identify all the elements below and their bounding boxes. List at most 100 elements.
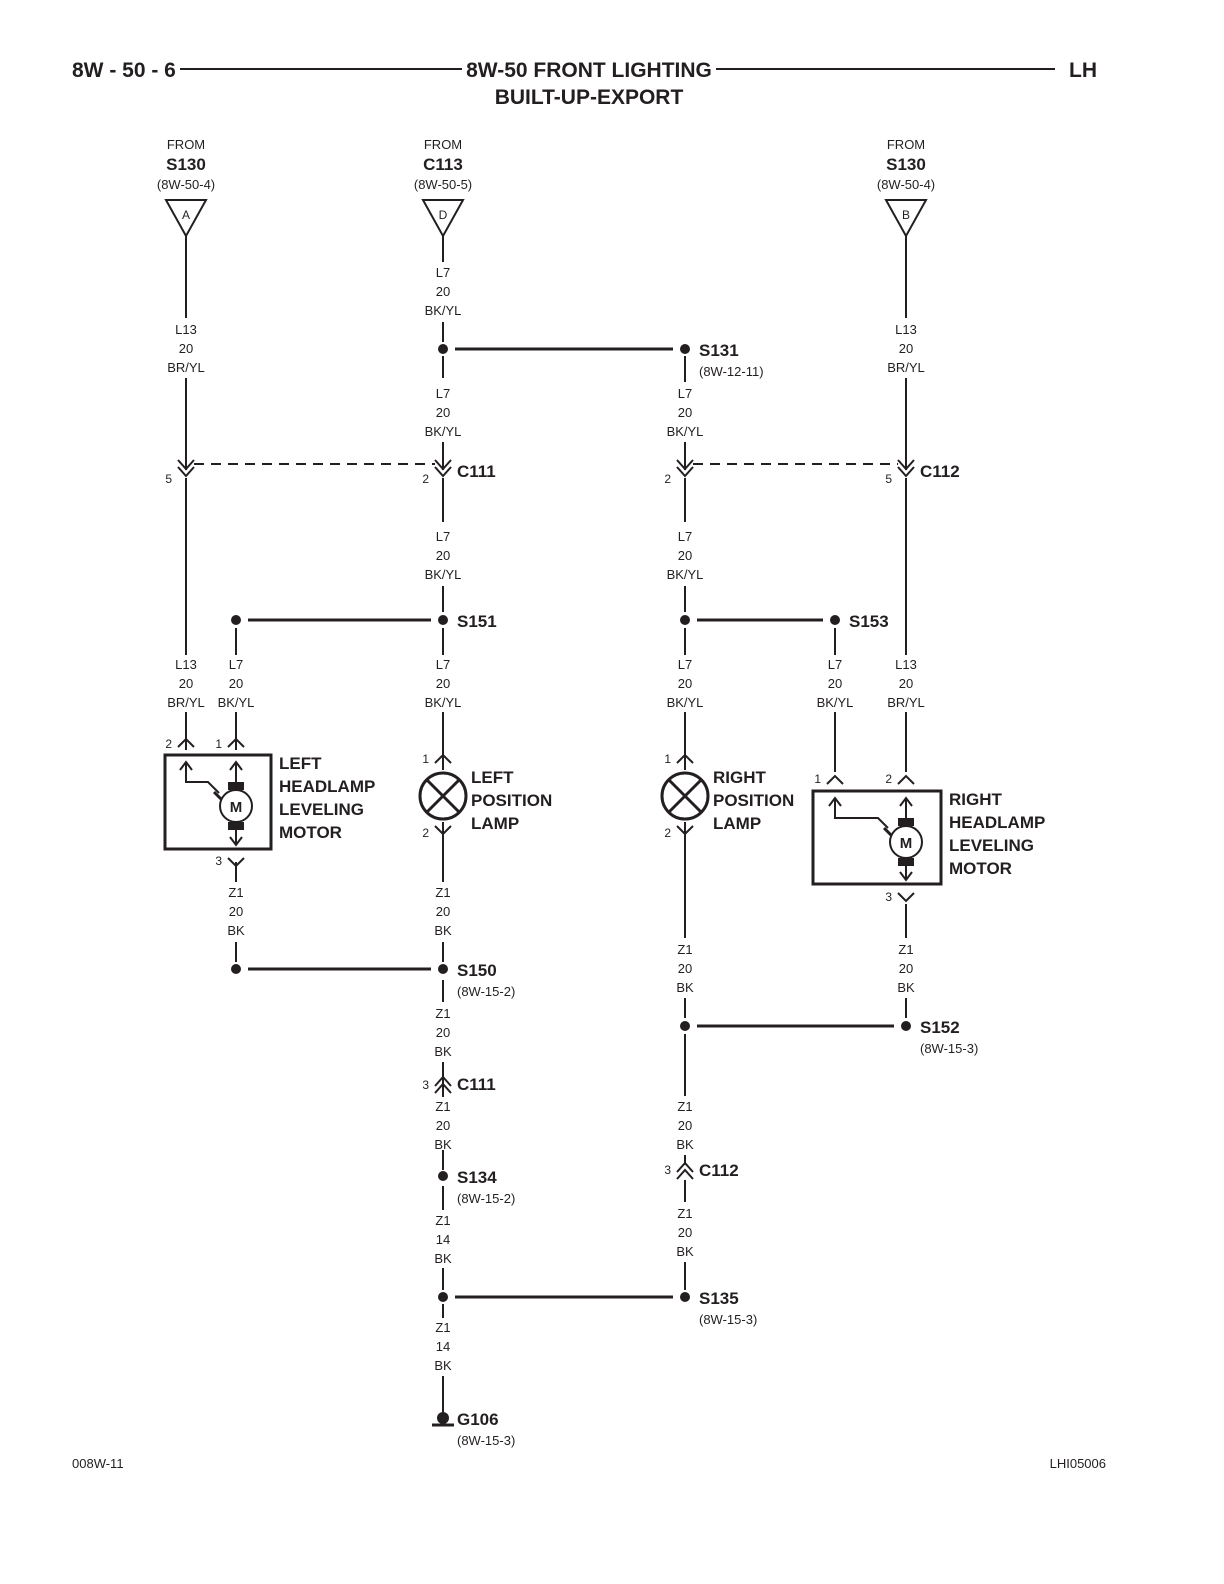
pin-label: 3 bbox=[215, 854, 222, 868]
wire-label-gauge: 20 bbox=[436, 1025, 450, 1040]
ground-ref: (8W-15-3) bbox=[457, 1433, 515, 1448]
right-lamp-label-3: LAMP bbox=[713, 814, 761, 833]
wire-label-color: BK bbox=[434, 1358, 452, 1373]
wire-label-circuit: Z1 bbox=[435, 1099, 450, 1114]
connector-chevron bbox=[434, 466, 452, 478]
pin-label: 2 bbox=[664, 826, 671, 840]
wire-label-gauge: 20 bbox=[678, 548, 692, 563]
wire-label-color: BK/YL bbox=[667, 424, 704, 439]
source-b-name: S130 bbox=[886, 155, 926, 174]
wire-label-color: BR/YL bbox=[887, 695, 925, 710]
connector-chevron bbox=[434, 753, 452, 764]
left-motor-arrow bbox=[229, 760, 243, 771]
connector-chevron bbox=[177, 737, 195, 748]
splice-dot bbox=[680, 615, 690, 625]
wire-label-gauge: 20 bbox=[436, 284, 450, 299]
pin-label: 2 bbox=[165, 737, 172, 751]
wire-label-gauge: 14 bbox=[436, 1339, 450, 1354]
splice-s150-dot bbox=[438, 964, 448, 974]
pin-label: 1 bbox=[664, 752, 671, 766]
splice-s153-label: S153 bbox=[849, 612, 889, 631]
connector-chevron bbox=[897, 459, 915, 471]
splice-s131-dot bbox=[680, 344, 690, 354]
pin-label: 3 bbox=[664, 1163, 671, 1177]
pin-label: 5 bbox=[885, 472, 892, 486]
wire-label-gauge: 20 bbox=[899, 341, 913, 356]
wire-label-gauge: 20 bbox=[678, 1225, 692, 1240]
ground-g106: G106 (8W-15-3) bbox=[432, 1410, 515, 1448]
connector-chevron bbox=[227, 857, 245, 868]
wire-label-color: BK bbox=[227, 923, 245, 938]
left-motor-label-4: MOTOR bbox=[279, 823, 342, 842]
wire-label-color: BK bbox=[434, 923, 452, 938]
connector-chevron bbox=[676, 466, 694, 478]
source-d-ref: (8W-50-5) bbox=[414, 177, 472, 192]
source-b-letter: B bbox=[902, 208, 910, 222]
source-b-ref: (8W-50-4) bbox=[877, 177, 935, 192]
right-motor-brush bbox=[898, 818, 914, 826]
pin-label: 2 bbox=[422, 472, 429, 486]
pin-label: 1 bbox=[422, 752, 429, 766]
connector-chevron bbox=[676, 753, 694, 764]
wire-label-gauge: 20 bbox=[229, 904, 243, 919]
left-position-lamp: 1 2 LEFT POSITION LAMP bbox=[418, 752, 552, 840]
source-d-name: C113 bbox=[423, 155, 463, 174]
connector-chevron bbox=[227, 737, 245, 748]
wire-label-gauge: 20 bbox=[678, 961, 692, 976]
left-motor-internal-wire bbox=[185, 762, 220, 794]
right-motor-arrow bbox=[828, 796, 842, 807]
left-motor-label-2: HEADLAMP bbox=[279, 777, 375, 796]
right-motor-box bbox=[811, 789, 943, 886]
left-lamp-label-1: LEFT bbox=[471, 768, 514, 787]
source-b-from: FROM bbox=[887, 137, 925, 152]
splice-s134-label: S134 bbox=[457, 1168, 497, 1187]
splice-dot bbox=[438, 344, 448, 354]
right-lamp-label-1: RIGHT bbox=[713, 768, 767, 787]
left-motor-brush bbox=[228, 782, 244, 790]
splice-s150-ref: (8W-15-2) bbox=[457, 984, 515, 999]
wire-label-gauge: 20 bbox=[678, 405, 692, 420]
source-a-triangle bbox=[164, 199, 208, 239]
wire-label-gauge: 20 bbox=[899, 961, 913, 976]
wire-label-color: BK bbox=[434, 1137, 452, 1152]
left-motor-arrow bbox=[179, 760, 193, 771]
source-a: FROM S130 (8W-50-4) A bbox=[157, 137, 215, 239]
wire-label-circuit: L7 bbox=[436, 386, 450, 401]
right-motor-label-2: HEADLAMP bbox=[949, 813, 1045, 832]
wire-label-color: BK bbox=[676, 980, 694, 995]
wire-label-color: BK bbox=[676, 1137, 694, 1152]
wire-label-color: BK/YL bbox=[667, 567, 704, 582]
pin-label: 1 bbox=[814, 772, 821, 786]
splices: S131 (8W-12-11) S151 S153 S150 (8W-15-2)… bbox=[231, 341, 978, 1327]
right-motor-arrow bbox=[899, 871, 913, 882]
wire-label-circuit: Z1 bbox=[228, 885, 243, 900]
page-title: 8W-50 FRONT LIGHTING bbox=[466, 59, 712, 82]
connectors: 5 2 C111 2 5 C112 3 C111 3 C112 bbox=[165, 459, 960, 1180]
wire-label-circuit: Z1 bbox=[435, 1213, 450, 1228]
splice-dot bbox=[680, 1021, 690, 1031]
connector-chevron bbox=[177, 459, 195, 471]
connector-chevron bbox=[676, 1161, 694, 1173]
wire-label-color: BK bbox=[434, 1044, 452, 1059]
source-d: FROM C113 (8W-50-5) D bbox=[414, 137, 472, 239]
connector-chevron bbox=[434, 825, 452, 836]
source-a-ref: (8W-50-4) bbox=[157, 177, 215, 192]
wire-label-circuit: L7 bbox=[229, 657, 243, 672]
splice-dot bbox=[231, 615, 241, 625]
bulb-cross bbox=[425, 778, 461, 814]
right-motor-label-4: MOTOR bbox=[949, 859, 1012, 878]
splice-s131-ref: (8W-12-11) bbox=[699, 364, 764, 379]
wire-label-circuit: L7 bbox=[828, 657, 842, 672]
splice-s150-label: S150 bbox=[457, 961, 497, 980]
wire-label-color: BK bbox=[676, 1244, 694, 1259]
source-a-letter: A bbox=[182, 208, 190, 222]
wire-label-circuit: Z1 bbox=[435, 1006, 450, 1021]
connector-chevron bbox=[434, 1082, 452, 1094]
connector-chevron bbox=[897, 466, 915, 478]
page-header: 8W - 50 - 6 8W-50 FRONT LIGHTING LH BUIL… bbox=[72, 59, 1097, 109]
wire-label-circuit: L13 bbox=[175, 322, 197, 337]
splice-s131-label: S131 bbox=[699, 341, 739, 360]
splice-s134-ref: (8W-15-2) bbox=[457, 1191, 515, 1206]
page-number: 8W - 50 - 6 bbox=[72, 59, 176, 82]
source-b-triangle bbox=[884, 199, 928, 239]
